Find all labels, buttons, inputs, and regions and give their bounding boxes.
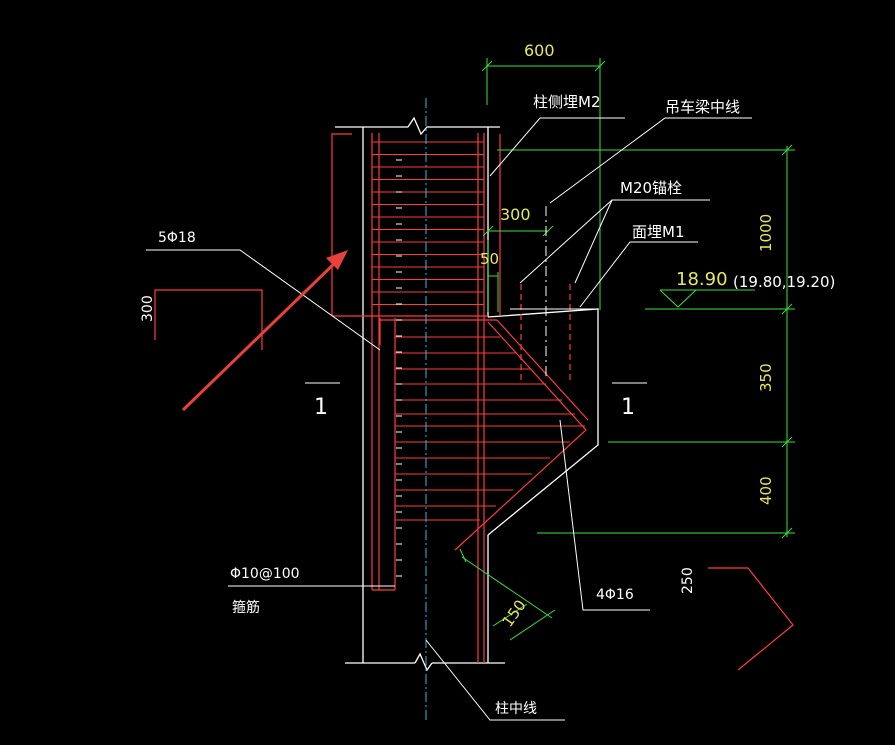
label-crane-centerline: 吊车梁中线 (665, 98, 740, 116)
dim-600: 600 (524, 41, 555, 60)
dim-left-300: 300 (140, 295, 156, 322)
dim-350: 350 (757, 363, 775, 392)
label-stirrup: 箍筋 (232, 599, 260, 616)
label-5phi18: 5Φ18 (158, 230, 196, 246)
section-mark-right: 1 (621, 395, 635, 420)
dim-150: 150 (499, 597, 530, 631)
leader-lines (146, 117, 752, 721)
label-col-centerline: 柱中线 (495, 701, 537, 717)
bracket-bars (395, 336, 585, 521)
dim-hook-250: 250 (680, 567, 696, 594)
stirrup-marks (396, 159, 402, 577)
label-col-embed-m2: 柱侧埋M2 (533, 93, 601, 111)
annotation-arrow (181, 250, 348, 412)
elevation-main: 18.90 (676, 269, 728, 290)
dim-50: 50 (480, 250, 499, 268)
dim-300: 300 (500, 205, 531, 224)
dim-1000: 1000 (757, 214, 775, 252)
column-outline (335, 116, 599, 672)
label-m20-anchor: M20锚栓 (620, 179, 682, 197)
rebar-group (154, 133, 794, 671)
label-top-embed-m1: 面埋M1 (632, 223, 685, 241)
dim-400: 400 (757, 476, 775, 505)
column-ties (372, 141, 484, 305)
section-mark-left: 1 (314, 395, 328, 420)
label-stirrup-spec: Φ10@100 (230, 566, 300, 582)
elevation-alt: (19.80,19.20) (733, 273, 835, 291)
dimension-lines (459, 58, 795, 641)
label-4phi16: 4Φ16 (596, 587, 634, 603)
